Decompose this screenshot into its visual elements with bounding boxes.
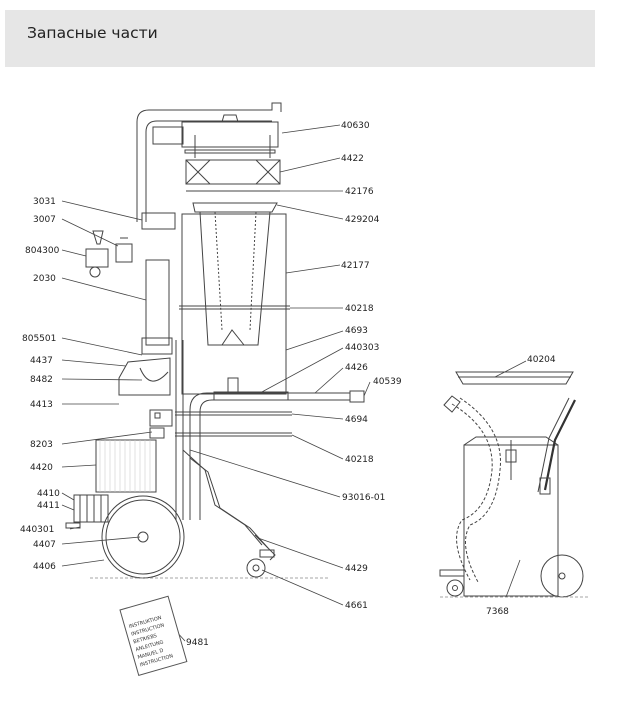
part-label-93016-01: 93016-01 bbox=[342, 493, 385, 503]
part-label-804300: 804300 bbox=[25, 246, 60, 256]
part-label-4407: 4407 bbox=[33, 540, 56, 550]
main-machine-drawing bbox=[65, 102, 365, 579]
part-label-40539: 40539 bbox=[373, 377, 402, 387]
part-label-4422: 4422 bbox=[341, 154, 364, 164]
part-label-4429: 4429 bbox=[345, 564, 368, 574]
part-label-2030: 2030 bbox=[33, 274, 56, 284]
part-label-3007: 3007 bbox=[33, 215, 56, 225]
part-label-4693: 4693 bbox=[345, 326, 368, 336]
part-label-4411: 4411 bbox=[37, 501, 60, 511]
page-title: Запасные части bbox=[27, 24, 158, 42]
part-label-4426: 4426 bbox=[345, 363, 368, 373]
part-label-7368: 7368 bbox=[486, 607, 509, 617]
part-label-4410: 4410 bbox=[37, 489, 60, 499]
part-label-4661: 4661 bbox=[345, 601, 368, 611]
part-label-3031: 3031 bbox=[33, 197, 56, 207]
part-label-40218-upper: 40218 bbox=[345, 304, 374, 314]
leader-lines bbox=[61, 124, 371, 642]
part-label-8482: 8482 bbox=[30, 375, 53, 385]
part-label-429204: 429204 bbox=[345, 215, 380, 225]
secondary-machine-drawing bbox=[439, 371, 590, 598]
part-label-9481: 9481 bbox=[186, 638, 209, 648]
part-label-42177: 42177 bbox=[341, 261, 370, 271]
part-label-40630: 40630 bbox=[341, 121, 370, 131]
part-label-4406: 4406 bbox=[33, 562, 56, 572]
instruction-booklet: INSTRUKTION INSTRUCTION BETRIEBS ANLEITU… bbox=[119, 595, 188, 676]
part-label-4420: 4420 bbox=[30, 463, 53, 473]
part-label-40218-lower: 40218 bbox=[345, 455, 374, 465]
part-labels: 40630 4422 42176 429204 42177 40218 4693… bbox=[20, 121, 556, 648]
part-label-805501: 805501 bbox=[22, 334, 56, 344]
part-label-42176: 42176 bbox=[345, 187, 374, 197]
part-label-440303: 440303 bbox=[345, 343, 379, 353]
part-label-40204: 40204 bbox=[527, 355, 556, 365]
part-label-4437: 4437 bbox=[30, 356, 53, 366]
page-header: Запасные части bbox=[5, 10, 595, 67]
part-label-8203: 8203 bbox=[30, 440, 53, 450]
part-label-4694: 4694 bbox=[345, 415, 368, 425]
part-label-440301: 440301 bbox=[20, 525, 54, 535]
part-label-4413: 4413 bbox=[30, 400, 53, 410]
